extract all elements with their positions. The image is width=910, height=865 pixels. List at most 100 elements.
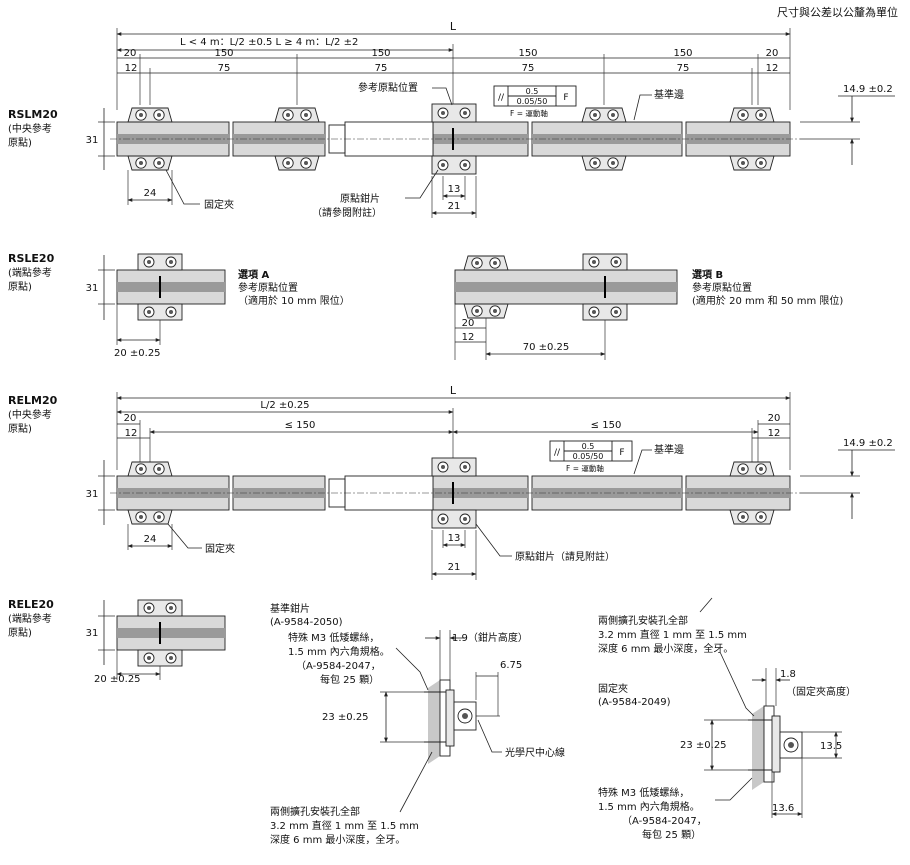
rslm20-pitch-outer-5: 150 xyxy=(673,48,692,59)
ref-clip-holes-2: 3.2 mm 直徑 1 mm 至 1.5 mm xyxy=(270,819,419,832)
relm20-title: RELM20 xyxy=(8,394,58,407)
rslm20-height: 31 xyxy=(86,135,99,146)
fixed-clamp-screw-4: 每包 25 顆） xyxy=(642,828,701,841)
relm20-pitch-inner-2: 12 xyxy=(768,428,781,439)
relm20-subtitle-2: 原點) xyxy=(8,422,32,435)
rslm20-clamp-width: 24 xyxy=(144,188,157,199)
fixed-clamp-23: 23 ±0.25 xyxy=(680,740,727,751)
relm20-pitch-max-1: ≤ 150 xyxy=(285,420,316,431)
rslm20-pitch-inner-2: 75 xyxy=(218,63,231,74)
rslm20-pitch-outer-3: 150 xyxy=(371,48,390,59)
fixed-clamp-screw-3: （A-9584-2047， xyxy=(622,815,707,827)
rslm20-ref-origin: 參考原點位置 xyxy=(358,81,418,94)
rslm20-subtitle-2: 原點) xyxy=(8,136,32,149)
rslm20-fixed-clamp-label: 固定夾 xyxy=(204,198,234,211)
rslm20-ref-width-a: 13 xyxy=(448,184,461,195)
rsle20-section: RSLE20 (端點參考 原點) 31 20 ±0.25 選項 A 參考原點位置… xyxy=(8,252,843,360)
rsle20-option-b-2: 參考原點位置 xyxy=(692,281,752,294)
relm20-ref-width-a: 13 xyxy=(448,533,461,544)
ref-clip-holes-1: 兩側擴孔安裝孔全部 xyxy=(270,805,360,818)
relm20-origin-clip: 原點鉗片（請見附註） xyxy=(515,550,615,563)
rslm20-section: RSLM20 (中央參考 原點) L L < 4 m：L/2 ±0.5 L ≥ … xyxy=(8,20,895,219)
relm20-pitch-inner-1: 12 xyxy=(125,428,138,439)
rele20-section: RELE20 (端點參考 原點) 31 20 ±0.25 xyxy=(8,598,226,685)
rslm20-pitch-inner-6: 12 xyxy=(766,63,779,74)
rsle20-dim-b3: 70 ±0.25 xyxy=(523,342,570,353)
ref-clip-title: 基準鉗片 xyxy=(270,602,310,615)
rslm20-pitch-inner-1: 12 xyxy=(125,63,138,74)
fixed-clamp-height-label: （固定夾高度） xyxy=(786,685,856,698)
fixed-clamp-holes-2: 3.2 mm 直徑 1 mm 至 1.5 mm xyxy=(598,628,747,641)
fixed-clamp-title: 固定夾 xyxy=(598,682,628,695)
relm20-fixed-clamp-label: 固定夾 xyxy=(205,542,235,555)
rsle20-option-a-3: （適用於 10 mm 限位） xyxy=(238,294,350,307)
fixed-clamp-screw-1: 特殊 M3 低矮螺絲， xyxy=(598,786,689,799)
rele20-title: RELE20 xyxy=(8,598,54,611)
rslm20-datum-edge: 基準邊 xyxy=(654,88,684,101)
relm20-half: L/2 ±0.25 xyxy=(260,400,309,411)
ref-clip-675: 6.75 xyxy=(500,660,522,671)
fixed-clamp-135: 13.5 xyxy=(820,741,842,752)
rele20-bottom-dim: 20 ±0.25 xyxy=(94,674,141,685)
rslm20-origin-clip-note: （請參閱附註） xyxy=(312,206,382,219)
relm20-tolerance-frame: // 0.5 0.05/50 F F = 運動軸 xyxy=(549,440,633,473)
relm20-tol-caption: F = 運動軸 xyxy=(566,463,604,473)
fixed-clamp-screw-2: 1.5 mm 內六角規格。 xyxy=(598,800,700,813)
rslm20-pitch-outer-2: 150 xyxy=(214,48,233,59)
rsle20-option-a-1: 選項 A xyxy=(238,268,269,281)
rslm20-span-rule: L < 4 m：L/2 ±0.5 L ≥ 4 m：L/2 ±2 xyxy=(180,37,358,48)
rsle20-option-b-1: 選項 B xyxy=(692,268,723,281)
rslm20-pitch-inner-3: 75 xyxy=(375,63,388,74)
ref-clip-part: (A-9584-2050) xyxy=(270,617,343,628)
rsle20-subtitle-1: (端點參考 xyxy=(8,266,52,279)
rele20-subtitle-2: 原點) xyxy=(8,626,32,639)
relm20-pitch-outer-2: 20 xyxy=(768,413,781,424)
rslm20-tolerance-frame: // 0.5 0.05/50 F F = 運動軸 xyxy=(493,85,577,118)
rsle20-dim-b2: 12 xyxy=(462,332,475,343)
relm20-tol-value: 0.5 xyxy=(582,442,595,451)
rslm20-pitch-outer-4: 150 xyxy=(518,48,537,59)
relm20-overall-label: L xyxy=(450,384,457,397)
fixed-clamp-part: (A-9584-2049) xyxy=(598,697,671,708)
rslm20-pitch-outer-1: 20 xyxy=(124,48,137,59)
rslm20-pitch-outer-6: 20 xyxy=(766,48,779,59)
relm20-pitch-outer-1: 20 xyxy=(124,413,137,424)
fixed-clamp-136: 13.6 xyxy=(772,803,794,814)
relm20-height: 31 xyxy=(86,489,99,500)
ref-clip-23: 23 ±0.25 xyxy=(322,712,369,723)
rslm20-tol-symbol: // xyxy=(498,93,505,103)
ref-clip-height: 1.9（鉗片高度） xyxy=(452,631,528,644)
ref-clip-screw-2: 1.5 mm 內六角規格。 xyxy=(288,645,390,658)
fixed-clamp-holes-3: 深度 6 mm 最小深度，全牙。 xyxy=(598,642,733,655)
fixed-clamp-height: 1.8 xyxy=(780,669,796,680)
rsle20-dim-b1: 20 xyxy=(462,318,475,329)
rele20-height: 31 xyxy=(86,628,99,639)
relm20-section: RELM20 (中央參考 原點) L L/2 ±0.25 20 12 20 12… xyxy=(8,384,895,580)
rslm20-tol-value2: 0.05/50 xyxy=(517,97,548,106)
fixed-clamp-holes-1: 兩側擴孔安裝孔全部 xyxy=(598,614,688,627)
relm20-tol-value2: 0.05/50 xyxy=(573,452,604,461)
rsle20-height: 31 xyxy=(86,283,99,294)
relm20-tol-symbol: // xyxy=(554,448,561,458)
rsle20-bottom-dim: 20 ±0.25 xyxy=(114,348,161,359)
ref-clip-holes-3: 深度 6 mm 最小深度，全牙。 xyxy=(270,833,405,846)
rslm20-ref-width-b: 21 xyxy=(448,201,461,212)
ref-clip-screw-3: （A-9584-2047， xyxy=(296,660,381,672)
rsle20-subtitle-2: 原點) xyxy=(8,280,32,293)
rslm20-origin-clip: 原點鉗片 xyxy=(340,192,380,205)
rsle20-option-a-2: 參考原點位置 xyxy=(238,281,298,294)
rslm20-pitch-inner-5: 75 xyxy=(677,63,690,74)
rsle20-option-b-3: (適用於 20 mm 和 50 mm 限位) xyxy=(692,294,843,307)
rslm20-tol-caption: F = 運動軸 xyxy=(510,108,548,118)
relm20-offset: 14.9 ±0.2 xyxy=(843,438,893,449)
relm20-tol-datum: F xyxy=(619,448,624,458)
ref-clip-detail: 基準鉗片 (A-9584-2050) 特殊 M3 低矮螺絲， 1.5 mm 內六… xyxy=(270,602,565,846)
rslm20-title: RSLM20 xyxy=(8,108,58,121)
rslm20-pitch-inner-4: 75 xyxy=(522,63,535,74)
relm20-subtitle-1: (中央參考 xyxy=(8,408,52,421)
relm20-pitch-max-2: ≤ 150 xyxy=(591,420,622,431)
rslm20-tol-datum: F xyxy=(563,93,568,103)
fixed-clamp-detail: 兩側擴孔安裝孔全部 3.2 mm 直徑 1 mm 至 1.5 mm 深度 6 m… xyxy=(598,597,856,841)
units-note: 尺寸與公差以公釐為單位 xyxy=(777,5,898,19)
